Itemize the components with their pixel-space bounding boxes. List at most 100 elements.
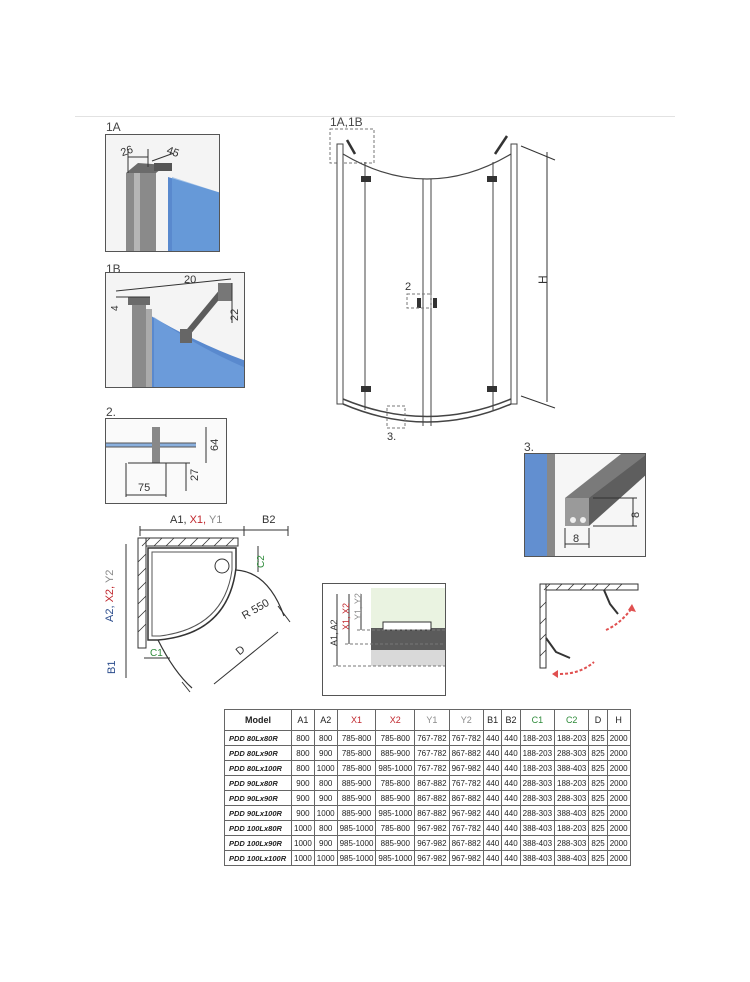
table-model-cell: PDD 100Lx90R bbox=[224, 835, 292, 851]
plan-c1-label: C1 bbox=[150, 648, 163, 659]
table-cell: 800 bbox=[313, 775, 338, 791]
table-cell: 1000 bbox=[313, 805, 338, 821]
table-cell: 825 bbox=[588, 835, 608, 851]
plan-d-label: D bbox=[234, 644, 248, 658]
plan-top-label: A1, X1, Y1 bbox=[170, 514, 222, 526]
table-cell: 188-203 bbox=[554, 730, 590, 746]
table-cell: 388-403 bbox=[519, 820, 556, 836]
table-cell: 440 bbox=[482, 775, 503, 791]
table-cell: 2000 bbox=[606, 745, 631, 761]
table-cell: 985-1000 bbox=[336, 820, 377, 836]
table-header-cell: H bbox=[606, 709, 631, 731]
table-cell: 825 bbox=[588, 775, 608, 791]
table-cell: 825 bbox=[588, 730, 608, 746]
table-cell: 188-203 bbox=[519, 745, 556, 761]
table-cell: 440 bbox=[501, 730, 521, 746]
table-cell: 2000 bbox=[606, 760, 631, 776]
table-cell: 388-403 bbox=[519, 835, 556, 851]
table-model-cell: PDD 90Lx80R bbox=[224, 775, 292, 791]
table-cell: 867-882 bbox=[414, 790, 450, 806]
table-cell: 188-203 bbox=[519, 760, 556, 776]
table-model-cell: PDD 100Lx100R bbox=[224, 850, 292, 866]
table-cell: 867-882 bbox=[448, 835, 484, 851]
table-cell: 440 bbox=[501, 745, 521, 761]
dim-20: 20 bbox=[184, 274, 196, 286]
table-cell: 767-782 bbox=[448, 775, 484, 791]
table-cell: 800 bbox=[313, 730, 338, 746]
table-cell: 825 bbox=[588, 790, 608, 806]
detail-1a-panel: 26 45 bbox=[105, 134, 220, 252]
table-model-cell: PDD 80Lx90R bbox=[224, 745, 292, 761]
table-cell: 288-303 bbox=[519, 790, 556, 806]
table-model-cell: PDD 90Lx100R bbox=[224, 805, 292, 821]
table-cell: 440 bbox=[482, 790, 503, 806]
dim-26: 26 bbox=[119, 144, 135, 159]
main-1a1b-label: 1A,1B bbox=[330, 115, 363, 129]
table-cell: 767-782 bbox=[414, 745, 450, 761]
table-cell: 188-203 bbox=[554, 775, 590, 791]
table-cell: 2000 bbox=[606, 730, 631, 746]
detail-2-panel: 64 27 75 bbox=[105, 418, 227, 504]
table-cell: 388-403 bbox=[554, 850, 590, 866]
section-drawing: A1, A2 X1, X2 Y1, Y2 bbox=[323, 584, 445, 695]
table-cell: 188-203 bbox=[519, 730, 556, 746]
table-cell: 967-982 bbox=[414, 820, 450, 836]
main-2-label: 2 bbox=[405, 281, 411, 293]
table-cell: 867-882 bbox=[414, 775, 450, 791]
table-cell: 785-800 bbox=[336, 745, 377, 761]
table-cell: 440 bbox=[482, 820, 503, 836]
table-cell: 825 bbox=[588, 805, 608, 821]
table-cell: 288-303 bbox=[554, 790, 590, 806]
table-cell: 985-1000 bbox=[336, 835, 377, 851]
plan-b2-label: B2 bbox=[262, 514, 276, 526]
table-header-cell: Y2 bbox=[448, 709, 484, 731]
plan-y1-label: Y1 bbox=[208, 514, 223, 526]
section-y1y2-label: Y1, Y2 bbox=[353, 593, 363, 620]
table-cell: 885-900 bbox=[375, 835, 416, 851]
dim-45: 45 bbox=[165, 145, 181, 160]
table-cell: 388-403 bbox=[519, 850, 556, 866]
table-cell: 188-203 bbox=[554, 820, 590, 836]
table-cell: 885-900 bbox=[375, 790, 416, 806]
table-cell: 440 bbox=[501, 805, 521, 821]
table-cell: 2000 bbox=[606, 805, 631, 821]
table-cell: 900 bbox=[291, 790, 315, 806]
table-header-cell: B1 bbox=[482, 709, 503, 731]
table-cell: 967-982 bbox=[448, 805, 484, 821]
table-header-cell: X1 bbox=[336, 709, 377, 731]
table-cell: 800 bbox=[313, 820, 338, 836]
table-cell: 800 bbox=[291, 760, 315, 776]
table-header-cell: X2 bbox=[375, 709, 416, 731]
table-cell: 885-900 bbox=[336, 805, 377, 821]
dim-h: H bbox=[536, 275, 550, 284]
table-cell: 440 bbox=[501, 790, 521, 806]
section-panel: A1, A2 X1, X2 Y1, Y2 bbox=[322, 583, 446, 696]
table-cell: 288-303 bbox=[519, 775, 556, 791]
table-cell: 785-800 bbox=[375, 820, 416, 836]
plan-x1-label: X1, bbox=[189, 514, 207, 526]
table-cell: 288-303 bbox=[519, 805, 556, 821]
table-cell: 985-1000 bbox=[375, 805, 416, 821]
plan-a1-label: A1, bbox=[170, 514, 187, 526]
table-cell: 440 bbox=[501, 775, 521, 791]
table-cell: 785-800 bbox=[375, 775, 416, 791]
table-cell: 2000 bbox=[606, 850, 631, 866]
table-cell: 1000 bbox=[291, 850, 315, 866]
table-cell: 900 bbox=[313, 790, 338, 806]
table-cell: 867-882 bbox=[414, 805, 450, 821]
dim-4: 4 bbox=[110, 305, 121, 311]
table-cell: 825 bbox=[588, 850, 608, 866]
table-cell: 2000 bbox=[606, 835, 631, 851]
plan-r550-label: R 550 bbox=[240, 597, 271, 622]
detail-1b-panel: 20 4 22 bbox=[105, 272, 245, 388]
